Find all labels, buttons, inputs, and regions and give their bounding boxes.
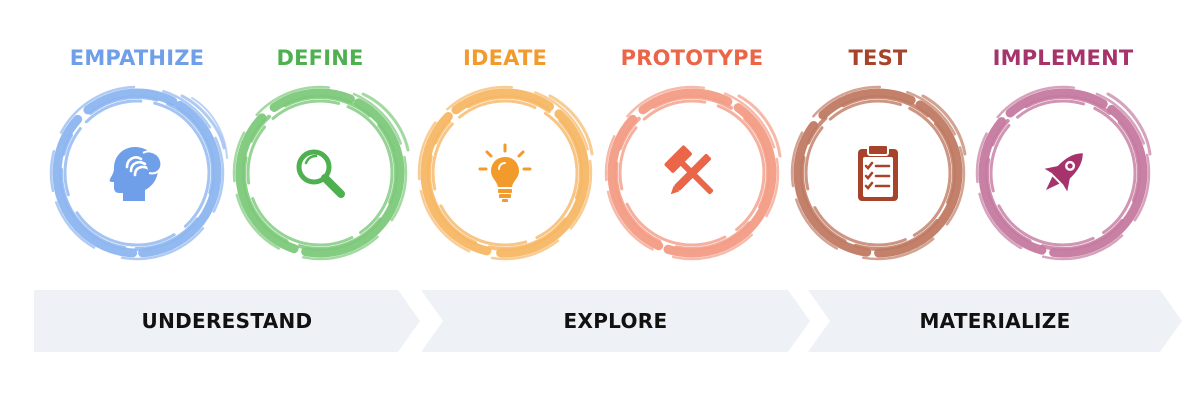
step-title: TEST [848, 46, 908, 70]
step-test: TEST [783, 40, 973, 280]
brush-ring [417, 85, 594, 261]
phase-label-materialize: MATERIALIZE [919, 309, 1071, 333]
step-prototype: PROTOTYPE [597, 40, 787, 280]
brush-ring [975, 85, 1152, 261]
step-title: PROTOTYPE [620, 46, 764, 70]
phase-arrow-materialize [808, 290, 1182, 352]
magnifier-icon [296, 149, 345, 198]
brush-ring [604, 85, 782, 261]
step-title: DEFINE [276, 46, 364, 70]
brush-ring [232, 85, 410, 261]
hammer-pencil-icon [664, 145, 714, 195]
step-title: IDEATE [462, 46, 548, 70]
phase-label-understand: UNDERESTAND [141, 309, 313, 333]
lightbulb-icon [478, 143, 532, 202]
clipboard-icon [858, 144, 898, 201]
step-empathize: EMPATHIZE [42, 40, 232, 280]
phase-arrow-explore [421, 290, 810, 352]
phase-arrow-understand [34, 290, 420, 352]
rocket-icon [1044, 153, 1083, 192]
step-implement: IMPLEMENT [968, 40, 1158, 280]
phase-label-explore: EXPLORE [563, 309, 668, 333]
step-ideate: IDEATE [410, 40, 600, 280]
step-define: DEFINE [225, 40, 415, 280]
step-title: EMPATHIZE [69, 46, 205, 70]
brush-ring [49, 85, 228, 261]
brush-ring [790, 85, 967, 261]
head-icon [109, 147, 163, 201]
step-title: IMPLEMENT [992, 46, 1134, 70]
